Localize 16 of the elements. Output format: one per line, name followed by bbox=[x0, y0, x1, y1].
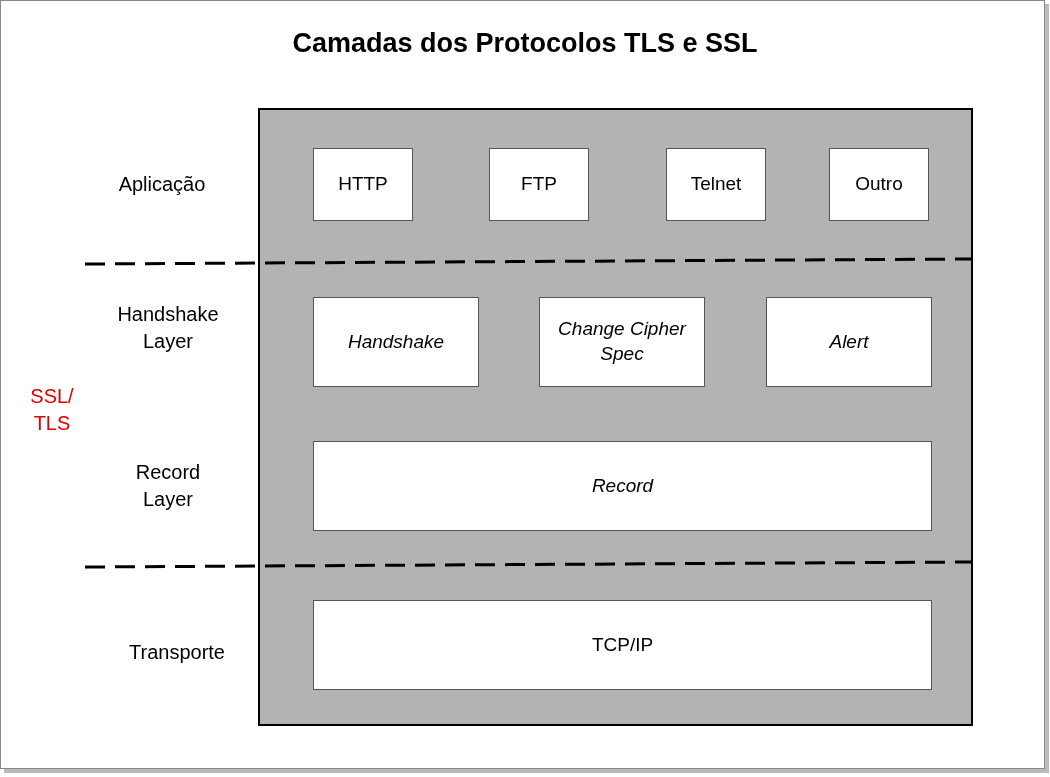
protocol-box: Outro bbox=[829, 148, 929, 221]
protocol-box: Record bbox=[313, 441, 932, 531]
layer-label: Handshake Layer bbox=[116, 302, 220, 354]
protocol-box: HTTP bbox=[313, 148, 413, 221]
protocol-box: Change Cipher Spec bbox=[539, 297, 705, 387]
layer-label: Aplicação bbox=[117, 171, 207, 197]
protocol-box: FTP bbox=[489, 148, 589, 221]
protocol-box: Handshake bbox=[313, 297, 479, 387]
layer-panel bbox=[258, 108, 973, 726]
diagram-title: Camadas dos Protocolos TLS e SSL bbox=[291, 28, 759, 59]
group-label: SSL/ TLS bbox=[29, 384, 75, 436]
layer-label: Transporte bbox=[128, 639, 226, 665]
layer-label: Record Layer bbox=[134, 460, 202, 512]
protocol-box: Alert bbox=[766, 297, 932, 387]
protocol-box: TCP/IP bbox=[313, 600, 932, 690]
protocol-box: Telnet bbox=[666, 148, 766, 221]
